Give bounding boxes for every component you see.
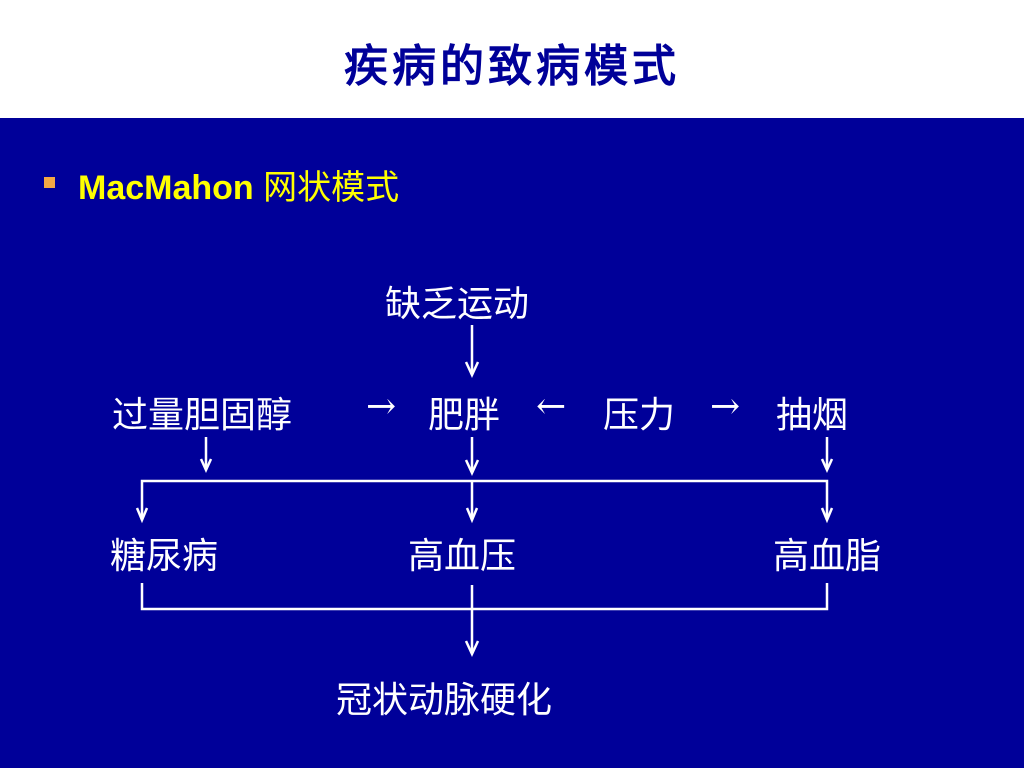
node-hyperlipidemia: 高血脂 (773, 536, 882, 577)
arrowhead-hypertension (465, 507, 479, 524)
arrowhead-diabetes (135, 507, 149, 524)
node-diabetes: 糖尿病 (110, 536, 219, 577)
arrowhead-cad (464, 640, 480, 657)
slide-title: 疾病的致病模式 (344, 41, 680, 92)
heading-latin: MacMahon (78, 169, 254, 207)
node-cholesterol: 过量胆固醇 (112, 395, 293, 436)
bullet-square (44, 177, 55, 188)
node-stress: 压力 (603, 395, 676, 436)
arrow-left-2: ← (536, 386, 567, 427)
node-smoking: 抽烟 (776, 395, 849, 436)
node-obesity: 肥胖 (428, 395, 501, 436)
upper-bracket (140, 479, 829, 520)
arrowhead-exercise-obesity (464, 361, 480, 378)
arrowhead-smoking-down (820, 458, 834, 474)
content-area (0, 118, 1024, 768)
lower-bracket (140, 583, 829, 611)
title-band (0, 0, 1024, 118)
arrowhead-cholesterol-down (199, 458, 213, 474)
arrowhead-hyperlipidemia (820, 507, 834, 524)
arrow-right-1: → (366, 386, 397, 427)
heading: MacMahon 网状模式 (78, 160, 399, 209)
heading-cn: 网状模式 (263, 168, 400, 208)
arrowhead-obesity-down (464, 459, 480, 476)
node-hypertension: 高血压 (408, 536, 517, 577)
node-cad: 冠状动脉硬化 (336, 680, 553, 721)
node-lack-exercise: 缺乏运动 (385, 284, 530, 325)
arrow-right-3: → (710, 386, 741, 427)
